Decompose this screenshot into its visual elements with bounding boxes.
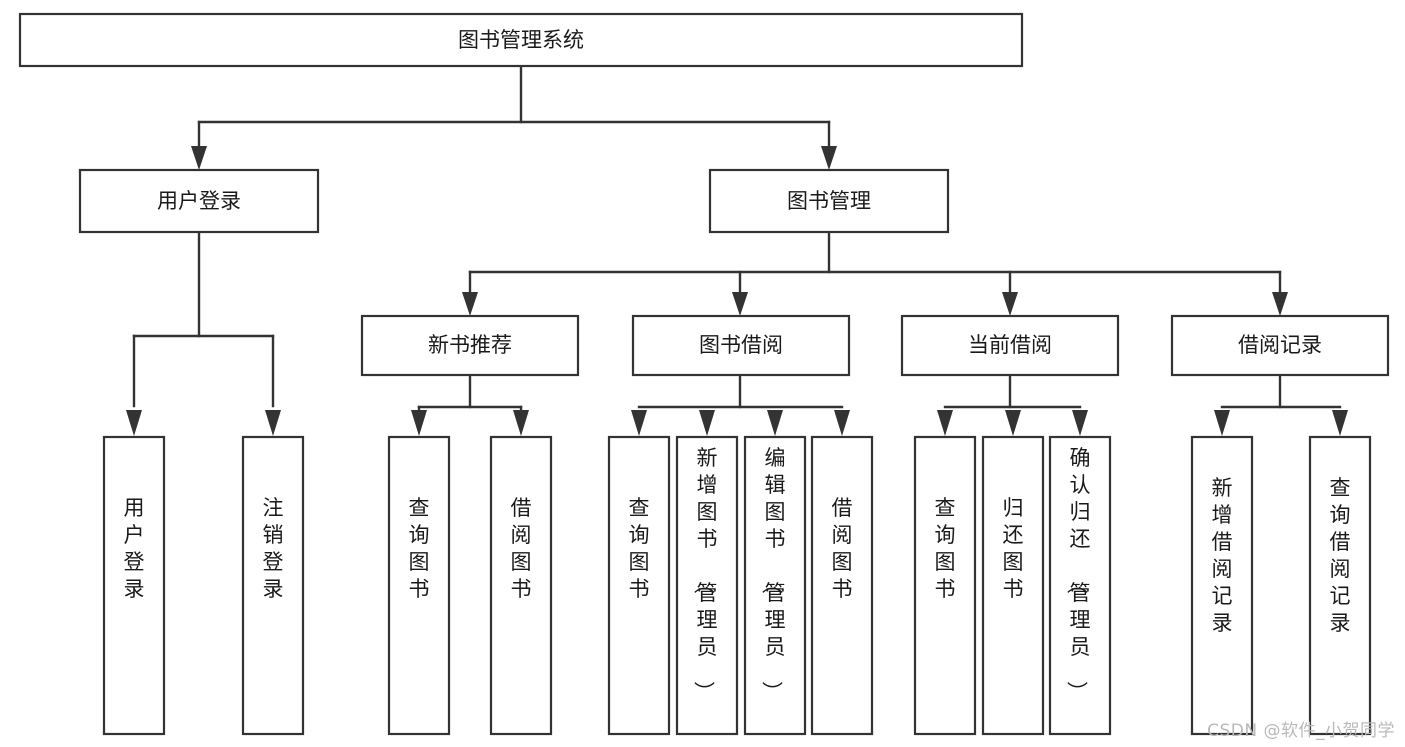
arrow-user-login-leaf-1 (126, 410, 142, 436)
arrow-to-current-borrow (1002, 292, 1018, 316)
leaf-user-login-0[interactable]: 用户登录 (102, 435, 166, 736)
node-book-borrow[interactable]: 图书借阅 (631, 314, 851, 377)
leaf-borrow-record-1-box[interactable] (1308, 435, 1372, 736)
connector-group-book-manage (462, 230, 1288, 316)
node-book-borrow-label: 图书借阅 (699, 333, 783, 357)
arrow-current-borrow-leaf-1 (937, 410, 953, 436)
leaf-new-books-1-box[interactable] (489, 435, 553, 736)
leaf-new-books-1[interactable]: 借阅图书 (489, 435, 553, 736)
connector-group-new-books (411, 373, 529, 436)
leaf-current-borrow-0[interactable]: 查询图书 (913, 435, 977, 736)
leaf-borrow-record-0[interactable]: 新增借阅记录 (1190, 435, 1254, 736)
node-book-borrow-box[interactable] (631, 314, 851, 377)
leaf-new-books-0-box[interactable] (387, 435, 451, 736)
leaf-book-borrow-1-box[interactable] (675, 435, 739, 736)
arrow-to-new-books (462, 292, 478, 316)
leaf-new-books-0-label: 查询图书 (409, 496, 430, 601)
connector-group-borrow-record (1214, 373, 1348, 436)
node-root-label: 图书管理系统 (458, 28, 584, 52)
connector-group-root (191, 64, 837, 170)
node-current-borrow[interactable]: 当前借阅 (900, 314, 1120, 377)
node-book-manage-box[interactable] (708, 168, 950, 234)
node-root-box[interactable] (18, 12, 1024, 68)
leaf-book-borrow-3-label: 借阅图书 (832, 496, 853, 601)
leaf-current-borrow-0-box[interactable] (913, 435, 977, 736)
node-current-borrow-box[interactable] (900, 314, 1120, 377)
arrow-current-borrow-leaf-2 (1005, 410, 1021, 436)
leaf-current-borrow-2-label: 确认归还（管理员） (1065, 446, 1091, 702)
leaf-user-login-0-label: 用户登录 (124, 496, 145, 601)
node-user-login-box[interactable] (78, 168, 320, 234)
arrow-user-login-leaf-2 (265, 410, 281, 436)
node-root[interactable]: 图书管理系统 (18, 12, 1024, 68)
watermark: CSDN @软件_小贺同学 (1207, 721, 1395, 741)
connector-group-book-borrow (631, 373, 850, 436)
node-new-books[interactable]: 新书推荐 (360, 314, 580, 377)
node-current-borrow-label: 当前借阅 (968, 333, 1052, 357)
arrow-book-borrow-leaf-4 (834, 410, 850, 436)
leaf-current-borrow-2[interactable]: 确认归还（管理员） (1048, 435, 1112, 736)
arrow-root-to-book-manage (821, 146, 837, 170)
leaf-book-borrow-0-label: 查询图书 (629, 496, 650, 601)
node-book-manage-label: 图书管理 (787, 189, 871, 213)
connector-group-current-borrow (937, 373, 1088, 436)
leaf-book-borrow-3[interactable]: 借阅图书 (810, 435, 874, 736)
leaf-user-login-0-box[interactable] (102, 435, 166, 736)
node-book-manage[interactable]: 图书管理 (708, 168, 950, 234)
arrow-book-borrow-leaf-1 (631, 410, 647, 436)
leaf-book-borrow-2-label: 编辑图书（管理员） (760, 446, 786, 702)
node-borrow-record-box[interactable] (1170, 314, 1390, 377)
node-user-login-label: 用户登录 (157, 189, 241, 213)
leaf-user-login-1[interactable]: 注销登录 (241, 435, 305, 736)
leaf-book-borrow-1[interactable]: 新增图书（管理员） (675, 435, 739, 736)
leaf-user-login-1-box[interactable] (241, 435, 305, 736)
leaf-current-borrow-2-box[interactable] (1048, 435, 1112, 736)
arrow-to-borrow-record (1272, 292, 1288, 316)
arrow-root-to-user-login (191, 146, 207, 170)
arrow-current-borrow-leaf-3 (1072, 410, 1088, 436)
connector-group-user-login (126, 230, 281, 436)
arrow-to-book-borrow (732, 292, 748, 316)
arrow-borrow-record-leaf-1 (1214, 410, 1230, 436)
leaf-current-borrow-1[interactable]: 归还图书 (981, 435, 1045, 736)
node-new-books-box[interactable] (360, 314, 580, 377)
arrow-new-books-leaf-2 (513, 410, 529, 436)
node-user-login[interactable]: 用户登录 (78, 168, 320, 234)
leaf-current-borrow-1-box[interactable] (981, 435, 1045, 736)
arrow-book-borrow-leaf-2 (699, 410, 715, 436)
leaf-book-borrow-2[interactable]: 编辑图书（管理员） (743, 435, 807, 736)
node-new-books-label: 新书推荐 (428, 333, 512, 357)
leaf-book-borrow-2-box[interactable] (743, 435, 807, 736)
node-borrow-record-label: 借阅记录 (1238, 333, 1322, 357)
leaf-current-borrow-1-label: 归还图书 (1003, 496, 1024, 601)
arrow-book-borrow-leaf-3 (767, 410, 783, 436)
leaf-book-borrow-3-box[interactable] (810, 435, 874, 736)
leaf-new-books-0[interactable]: 查询图书 (387, 435, 451, 736)
leaf-new-books-1-label: 借阅图书 (511, 496, 532, 601)
leaf-current-borrow-0-label: 查询图书 (935, 496, 956, 601)
arrow-borrow-record-leaf-2 (1332, 410, 1348, 436)
leaf-borrow-record-0-label: 新增借阅记录 (1212, 476, 1233, 635)
leaf-book-borrow-0[interactable]: 查询图书 (607, 435, 671, 736)
node-borrow-record[interactable]: 借阅记录 (1170, 314, 1390, 377)
leaf-borrow-record-1[interactable]: 查询借阅记录 (1308, 435, 1372, 736)
leaf-book-borrow-1-label: 新增图书（管理员） (692, 446, 718, 702)
arrow-new-books-leaf-1 (411, 410, 427, 436)
leaf-user-login-1-label: 注销登录 (263, 496, 284, 601)
leaf-borrow-record-1-label: 查询借阅记录 (1330, 476, 1351, 635)
leaf-book-borrow-0-box[interactable] (607, 435, 671, 736)
leaf-borrow-record-0-box[interactable] (1190, 435, 1254, 736)
